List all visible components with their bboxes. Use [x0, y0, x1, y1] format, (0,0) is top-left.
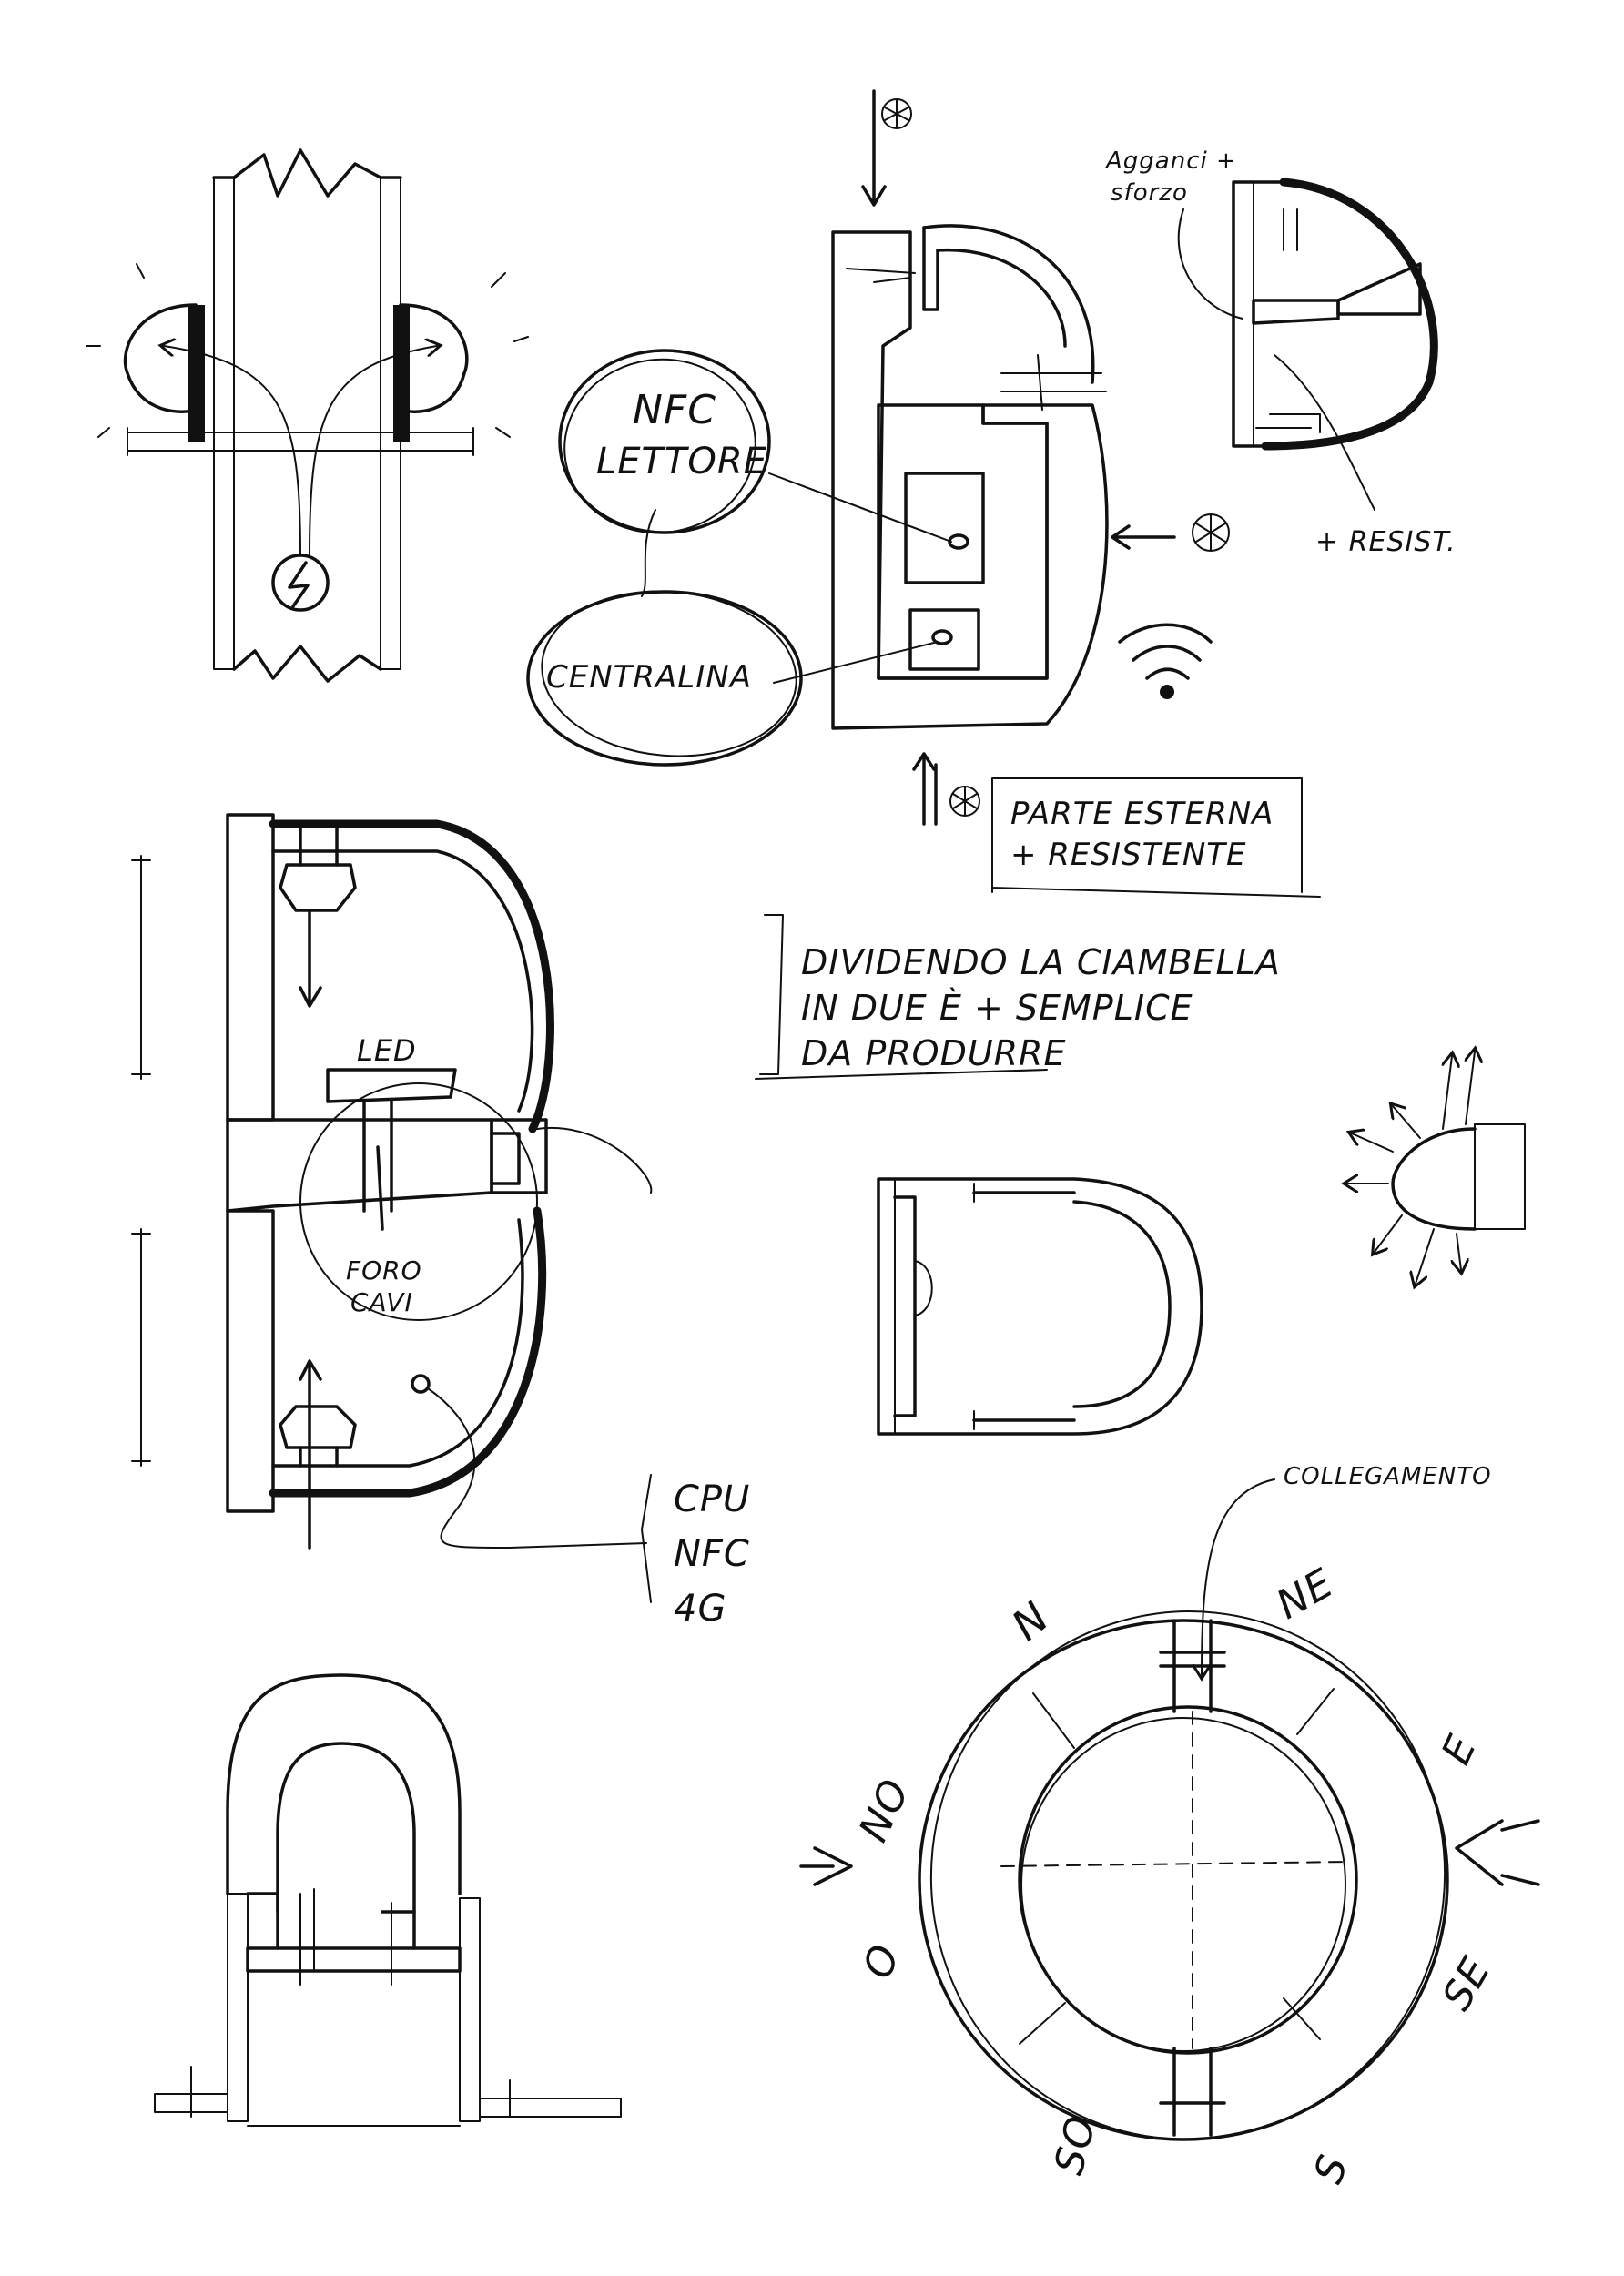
note-parte-esterna: PARTE ESTERNA + RESISTENTE: [991, 777, 1321, 898]
cpu-label: CPU: [674, 1478, 750, 1520]
dividendo-label-2: IN DUE È + SEMPLICE: [801, 988, 1193, 1028]
compass-s: S: [1305, 2149, 1358, 2190]
sketch-nfc-section: NFC LETTORE CENTRALINA: [526, 89, 1230, 826]
sketch-compass-ring: COLLEGAMENTO N NE E SE S SO O NO: [799, 1463, 1540, 2190]
4g-label: 4G: [674, 1588, 726, 1630]
compass-e: E: [1433, 1728, 1486, 1772]
centralina-label: CENTRALINA: [546, 659, 752, 696]
foro-label-2: CAVI: [350, 1287, 413, 1317]
parte-esterna-label-1: PARTE ESTERNA: [1010, 796, 1274, 832]
compass-ne: NE: [1269, 1560, 1342, 1629]
foro-label-1: FORO: [346, 1255, 422, 1285]
nfc-label: NFC: [674, 1533, 750, 1575]
led-label: LED: [357, 1033, 417, 1068]
dividendo-label-3: DA PRODURRE: [801, 1033, 1066, 1073]
nfc-reader-label-2: LETTORE: [596, 441, 767, 483]
note-dividendo: DIVIDENDO LA CIAMBELLA IN DUE È + SEMPLI…: [755, 914, 1281, 1080]
sforzo-label: sforzo: [1111, 179, 1188, 207]
arrow-icon: [1347, 1052, 1475, 1284]
sketch-pipe-section: [86, 148, 529, 683]
compass-o: O: [855, 1938, 909, 1985]
compass-se: SE: [1434, 1949, 1500, 2017]
sketch-small-section: Agganci + sforzo + RESIST.: [1104, 147, 1457, 558]
compass-no: NO: [850, 1772, 919, 1849]
sketch-arch-base: [154, 1673, 622, 2127]
parte-esterna-label-2: + RESISTENTE: [1010, 837, 1247, 873]
collegamento-label: COLLEGAMENTO: [1284, 1463, 1492, 1490]
nfc-reader-label-1: NFC: [633, 387, 716, 433]
lightning-icon: [271, 554, 330, 612]
sketch-u-shape: [877, 1177, 1203, 1436]
compass-n: N: [1002, 1591, 1059, 1650]
agganci-label: Agganci +: [1104, 147, 1237, 175]
wifi-icon: [1118, 623, 1213, 699]
asterisk-icon: [861, 89, 1230, 826]
resist-label: + RESIST.: [1315, 526, 1457, 558]
compass-so: SO: [1046, 2110, 1106, 2179]
dividendo-label-1: DIVIDENDO LA CIAMBELLA: [801, 942, 1281, 982]
sketch-light-dome: [1347, 1052, 1526, 1284]
sketch-led-section: LED FORO CAVI CPU NFC 4G: [131, 813, 750, 1630]
